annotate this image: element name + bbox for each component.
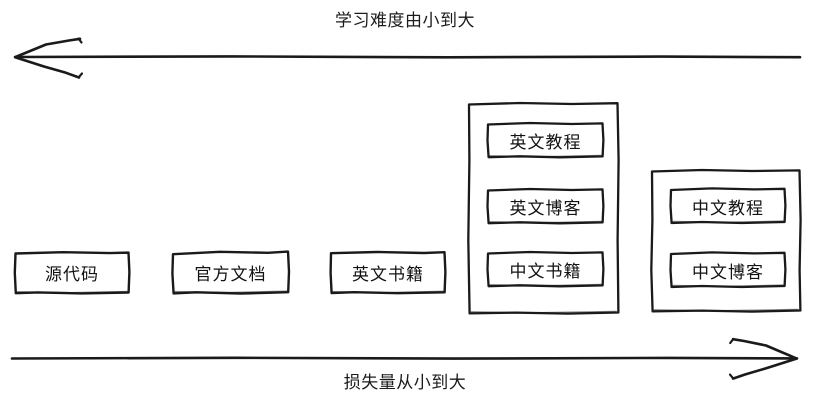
english-blog-node[interactable] (487, 188, 605, 225)
top-axis-label: 学习难度由小到大 (335, 11, 475, 31)
chinese-books-label: 中文书籍 (509, 261, 582, 282)
source-code-label: 源代码 (45, 265, 99, 285)
english-tutorial-node[interactable] (487, 122, 605, 159)
chinese-tutorial-label: 中文教程 (692, 198, 764, 219)
chinese-tutorial-node[interactable] (670, 187, 787, 224)
official-docs-label: 官方文档 (194, 265, 267, 285)
official-docs-node[interactable] (172, 251, 290, 295)
english-books-node[interactable] (330, 251, 447, 295)
bottom-axis-label: 损失量从小到大 (343, 373, 467, 393)
english-books-label: 英文书籍 (352, 265, 424, 285)
english-blog-label: 英文博客 (509, 198, 582, 219)
difficulty-arrow-icon (13, 37, 802, 79)
chinese-blog-label: 中文博客 (692, 262, 764, 283)
chinese-blog-node[interactable] (670, 251, 787, 288)
source-code-node[interactable] (14, 251, 131, 295)
chinese-books-node[interactable] (487, 251, 605, 288)
english-tutorial-label: 英文教程 (509, 132, 582, 153)
